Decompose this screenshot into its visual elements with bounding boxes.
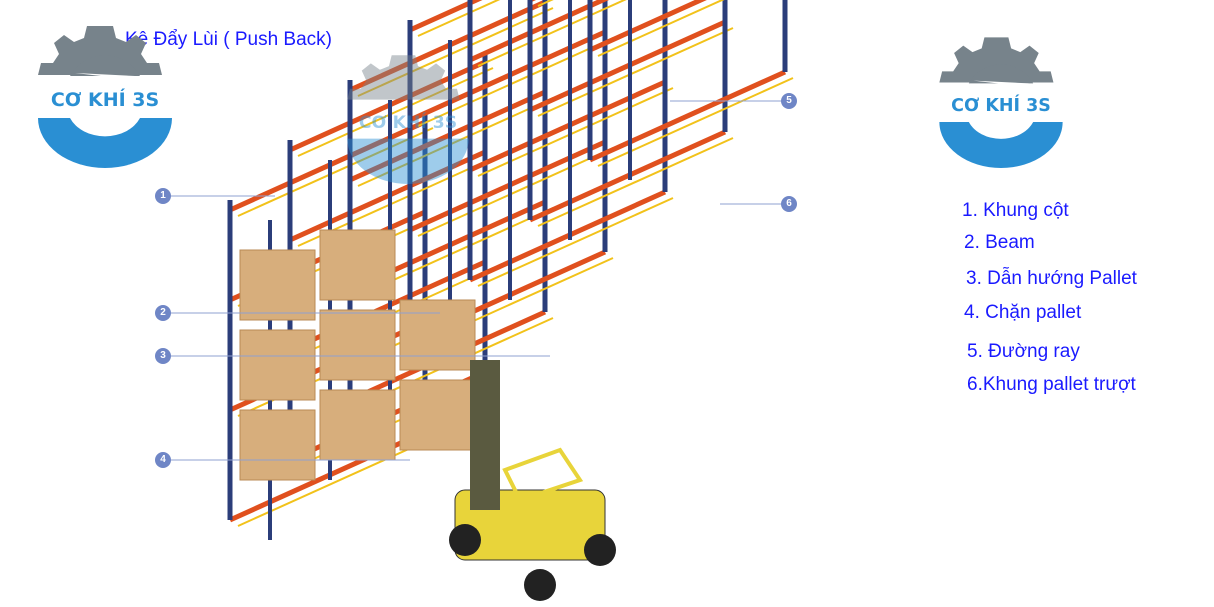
rail xyxy=(477,87,674,177)
logo-co-khi-3s-right: CƠ KHÍ 3S xyxy=(939,37,1063,168)
forklift-wheel xyxy=(524,569,556,601)
forklift-wheel xyxy=(449,524,481,556)
callout-3: 3 xyxy=(155,348,171,364)
rail xyxy=(357,7,554,97)
legend-item-2: 2. Beam xyxy=(964,232,1035,253)
forklift-guard xyxy=(502,447,584,503)
legend-item-5: 5. Đường ray xyxy=(967,341,1080,362)
beam xyxy=(528,19,727,113)
carton-box xyxy=(239,249,316,321)
rail xyxy=(597,77,794,167)
svg-text:CƠ KHÍ 3S: CƠ KHÍ 3S xyxy=(359,111,457,133)
callout-2: 2 xyxy=(155,305,171,321)
carton-box xyxy=(319,229,396,301)
rail xyxy=(417,0,501,37)
beam xyxy=(288,149,487,243)
callout-5: 5 xyxy=(781,93,797,109)
callout-4: 4 xyxy=(155,452,171,468)
forklift-mast xyxy=(470,360,500,510)
rail xyxy=(597,0,725,57)
beam xyxy=(408,29,607,123)
beam xyxy=(408,139,607,233)
beam xyxy=(468,79,667,173)
forklift-wheel xyxy=(584,534,616,566)
legend-item-1: 1. Khung cột xyxy=(962,200,1069,221)
legend-item-3: 3. Dẫn hướng Pallet xyxy=(966,268,1137,289)
rail xyxy=(477,197,674,287)
callout-6: 6 xyxy=(781,196,797,212)
page-title: Kệ Đẩy Lùi ( Push Back) xyxy=(125,29,332,50)
gear-icon xyxy=(38,26,162,80)
rail xyxy=(237,127,434,217)
svg-text:CƠ KHÍ 3S: CƠ KHÍ 3S xyxy=(951,94,1051,116)
rail xyxy=(537,137,734,227)
svg-text:CƠ KHÍ 3S: CƠ KHÍ 3S xyxy=(51,88,159,111)
logo-watermark: CƠ KHÍ 3S xyxy=(347,55,469,184)
beam xyxy=(468,0,610,63)
carton-box xyxy=(239,409,316,481)
logo-co-khi-3s: CƠ KHÍ 3S xyxy=(38,26,172,168)
beam xyxy=(408,0,483,33)
callout-1: 1 xyxy=(155,188,171,204)
rail xyxy=(297,67,494,157)
carton-box xyxy=(319,389,396,461)
carton-box xyxy=(399,299,476,371)
beam xyxy=(288,59,487,153)
carton-box xyxy=(399,379,476,451)
legend-item-6: 6.Khung pallet trượt xyxy=(967,374,1136,395)
beam xyxy=(588,69,787,163)
beam xyxy=(528,129,727,223)
beam xyxy=(588,0,707,53)
carton-box xyxy=(239,329,316,401)
beam xyxy=(348,0,547,93)
beam xyxy=(468,189,667,283)
beam xyxy=(228,119,427,213)
rail xyxy=(537,27,734,117)
carton-box xyxy=(319,309,396,381)
beam xyxy=(348,89,547,183)
legend-item-4: 4. Chặn pallet xyxy=(964,302,1082,323)
